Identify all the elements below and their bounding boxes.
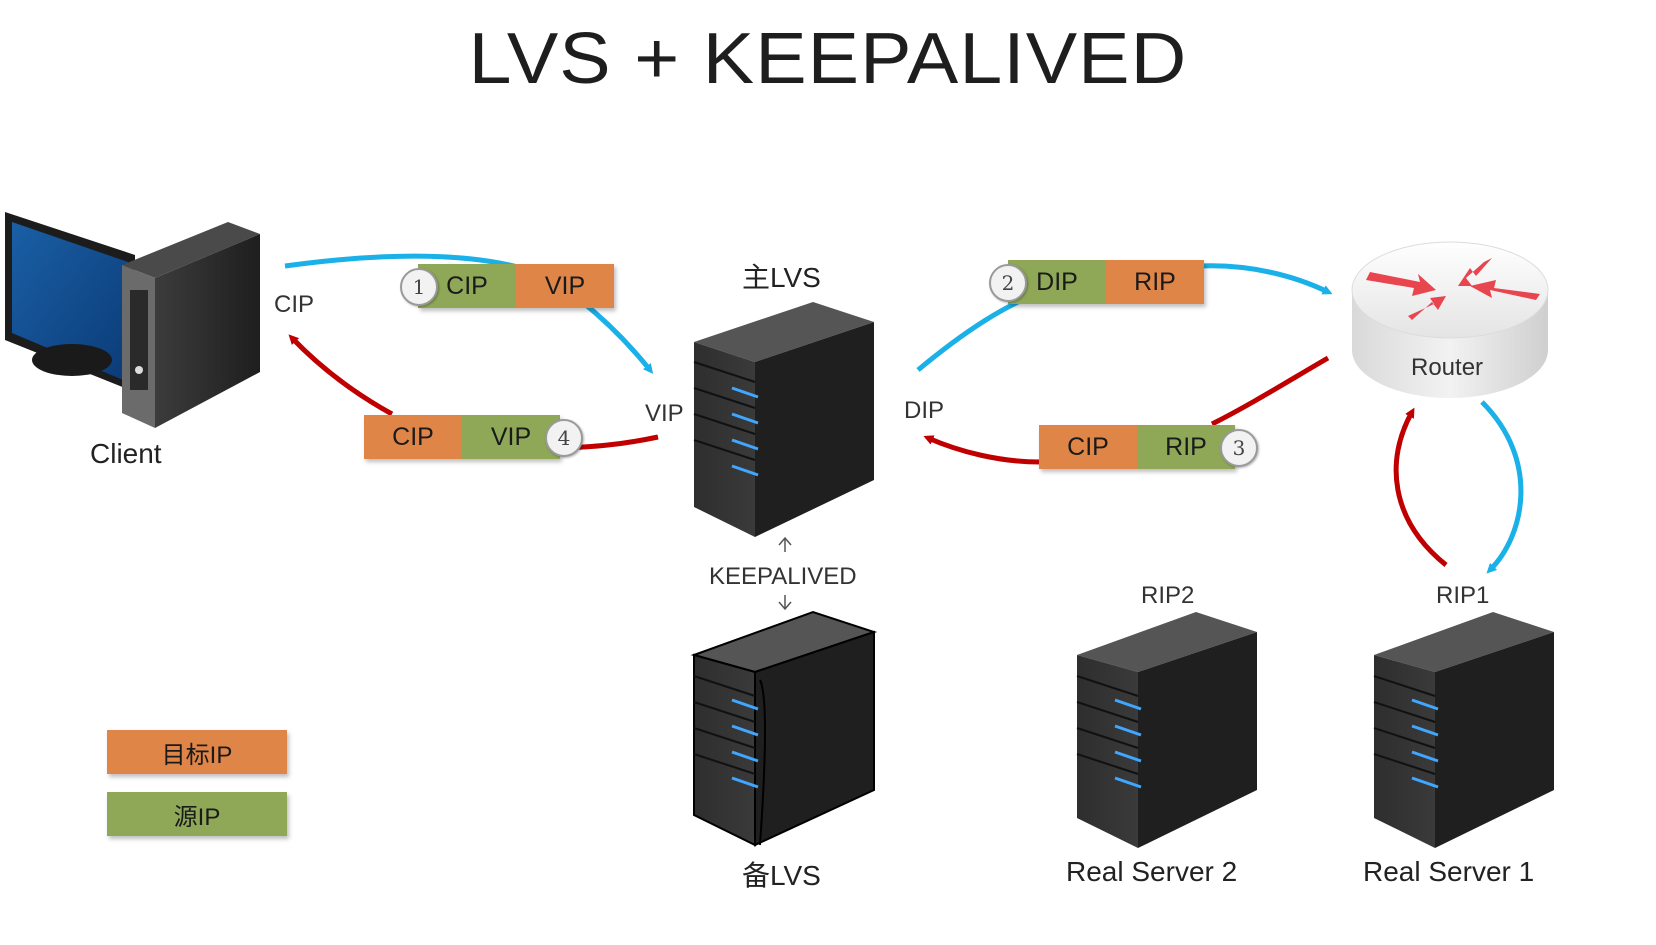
- router-to-dip-arrow: [1210, 355, 1330, 427]
- master-lvs-server-icon: [693, 302, 874, 537]
- packet-3-source: RIP: [1137, 425, 1235, 469]
- packet-4-source: VIP: [462, 415, 560, 459]
- client-computer-icon: [5, 212, 260, 428]
- rip-header-to-dip-arrow: [923, 435, 1041, 465]
- step-2-badge: 2: [989, 264, 1027, 302]
- router-to-rip1-arrow: [1480, 400, 1524, 574]
- step-1-badge: 1: [400, 268, 438, 306]
- packet-4-destination: CIP: [364, 415, 462, 459]
- backup-lvs-server-icon: [690, 610, 878, 847]
- packet-step-4: CIP VIP: [364, 415, 560, 459]
- step-4-badge: 4: [545, 419, 583, 457]
- real-server-1-icon: [1373, 612, 1554, 848]
- keepalived-label: KEEPALIVED: [709, 563, 857, 590]
- legend-source-ip: 源IP: [107, 792, 287, 836]
- router-label: Router: [1411, 354, 1484, 381]
- client-label: Client: [90, 438, 162, 469]
- packet-step-3: CIP RIP: [1039, 425, 1235, 469]
- router-icon: [1351, 241, 1549, 398]
- packet-2-destination: RIP: [1106, 260, 1204, 304]
- packet-2-source: DIP: [1008, 260, 1106, 304]
- cip-header-to-client-arrow: [288, 334, 394, 417]
- step-3-badge: 3: [1220, 429, 1258, 467]
- packet-step-1: CIP VIP: [418, 264, 614, 308]
- packet-3-destination: CIP: [1039, 425, 1137, 469]
- dip-label: DIP: [904, 397, 945, 424]
- real-server-1-label: Real Server 1: [1363, 856, 1535, 887]
- master-lvs-label: 主LVS: [742, 262, 821, 293]
- rip1-label: RIP1: [1436, 582, 1490, 609]
- real-server-2-label: Real Server 2: [1066, 856, 1238, 887]
- packet-1-source: CIP: [418, 264, 516, 308]
- backup-lvs-label: 备LVS: [742, 860, 821, 891]
- cip-label: CIP: [274, 291, 315, 318]
- packet-1-destination: VIP: [516, 264, 614, 308]
- real-server-2-icon: [1076, 612, 1257, 848]
- rip2-label: RIP2: [1141, 582, 1195, 609]
- vip-label: VIP: [645, 400, 684, 427]
- rip-header-to-router-arrow: [1199, 263, 1333, 295]
- packet-step-2: DIP RIP: [1008, 260, 1204, 304]
- rip1-to-router-arrow: [1393, 407, 1448, 567]
- keepalived-heartbeat-arrows: [778, 536, 792, 611]
- legend-destination-ip: 目标IP: [107, 730, 287, 774]
- response-arrows: [288, 334, 1448, 567]
- diagram-title: LVS + KEEPALIVED: [468, 19, 1188, 99]
